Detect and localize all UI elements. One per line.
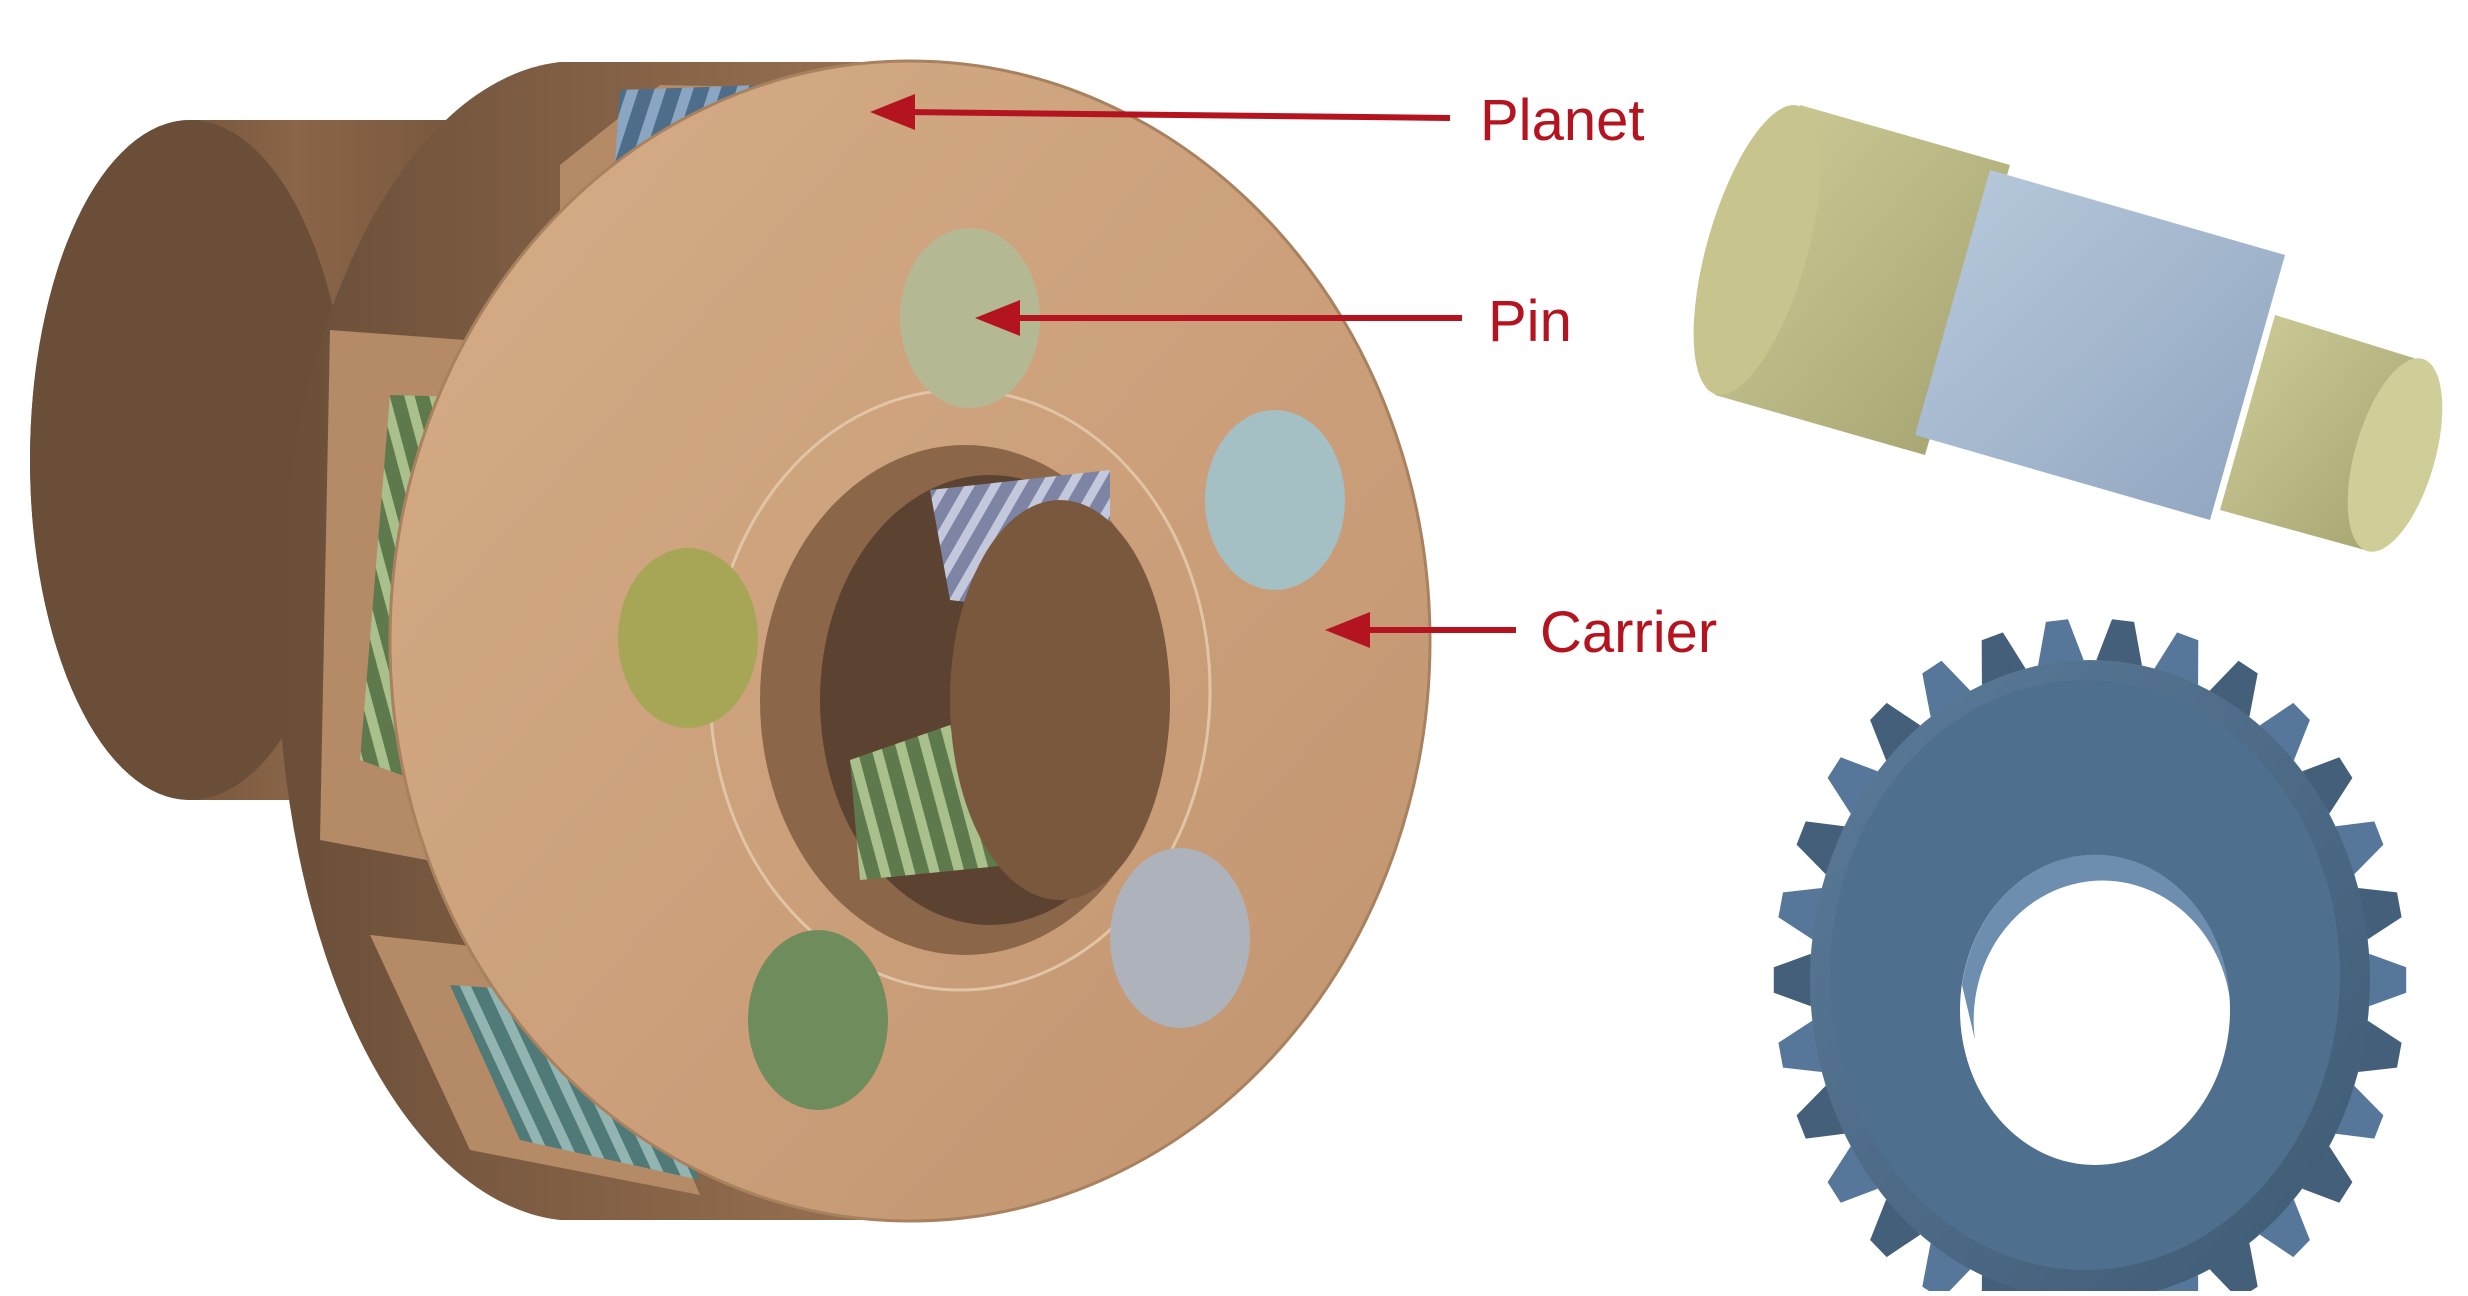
gear-tooth: [1796, 1085, 1845, 1139]
gear-tooth: [1778, 888, 1822, 940]
carrier-label: Carrier: [1540, 600, 1718, 665]
gear-tooth: [1827, 757, 1878, 814]
gear-tooth: [1796, 821, 1845, 875]
gear-tooth: [2259, 1199, 2310, 1258]
carrier-face-edge: [388, 59, 1432, 1223]
gear-tooth: [2335, 1085, 2384, 1139]
gear-tooth: [2302, 757, 2353, 814]
gear-tooth: [1870, 702, 1921, 761]
pin-end-lower-left: [748, 930, 888, 1110]
carrier-hub-end: [30, 120, 350, 800]
gear-tooth: [1773, 953, 1811, 1007]
gear-tooth: [2209, 660, 2258, 717]
gear-tooth: [2259, 702, 2310, 761]
pin-left-end-face: [1693, 105, 1821, 395]
pin-part: [1693, 105, 2443, 552]
gear-tooth: [1778, 1020, 1822, 1072]
pin-main-body: [1915, 170, 2285, 520]
carrier-bore-inner-wall: [950, 500, 1170, 900]
gear-tooth: [2369, 953, 2407, 1007]
pin-end-lower-right: [1110, 848, 1250, 1028]
gear-tooth: [1922, 1243, 1971, 1296]
planet-gear-bore-wall: [1962, 854, 2230, 1040]
callout-arrows: [870, 94, 1516, 648]
planet-gear-bore: [1960, 855, 2230, 1165]
gear-tooth: [2038, 619, 2084, 666]
gear-tooth: [2096, 619, 2142, 666]
gear-tooth: [2358, 888, 2402, 940]
gear-tooth: [2335, 821, 2384, 875]
gear-tooth: [1870, 1199, 1921, 1258]
gear-tooth: [2302, 1146, 2353, 1203]
gear-tooth: [2154, 632, 2199, 685]
pin-end-right: [1205, 410, 1345, 590]
gear-tooth: [1922, 660, 1971, 717]
pin-label: Pin: [1488, 289, 1572, 354]
planet-label: Planet: [1480, 88, 1645, 153]
gear-tooth: [1981, 632, 2026, 685]
pin-arrow-icon: [975, 300, 1462, 336]
gear-tooth: [1827, 1146, 1878, 1203]
carrier-arrow-icon: [1325, 612, 1516, 648]
planet-arrow-icon: [870, 94, 1451, 130]
gear-tooth: [2209, 1243, 2258, 1296]
pin-end-left: [618, 548, 758, 728]
carrier-assembly: [30, 59, 1432, 1223]
gear-tooth: [2358, 1020, 2402, 1072]
planet-gear-teeth: [1773, 619, 2407, 1296]
pin-right-end-face: [2347, 358, 2443, 552]
planet-gear-part: [1773, 619, 2407, 1296]
pin-end-top: [900, 228, 1040, 408]
